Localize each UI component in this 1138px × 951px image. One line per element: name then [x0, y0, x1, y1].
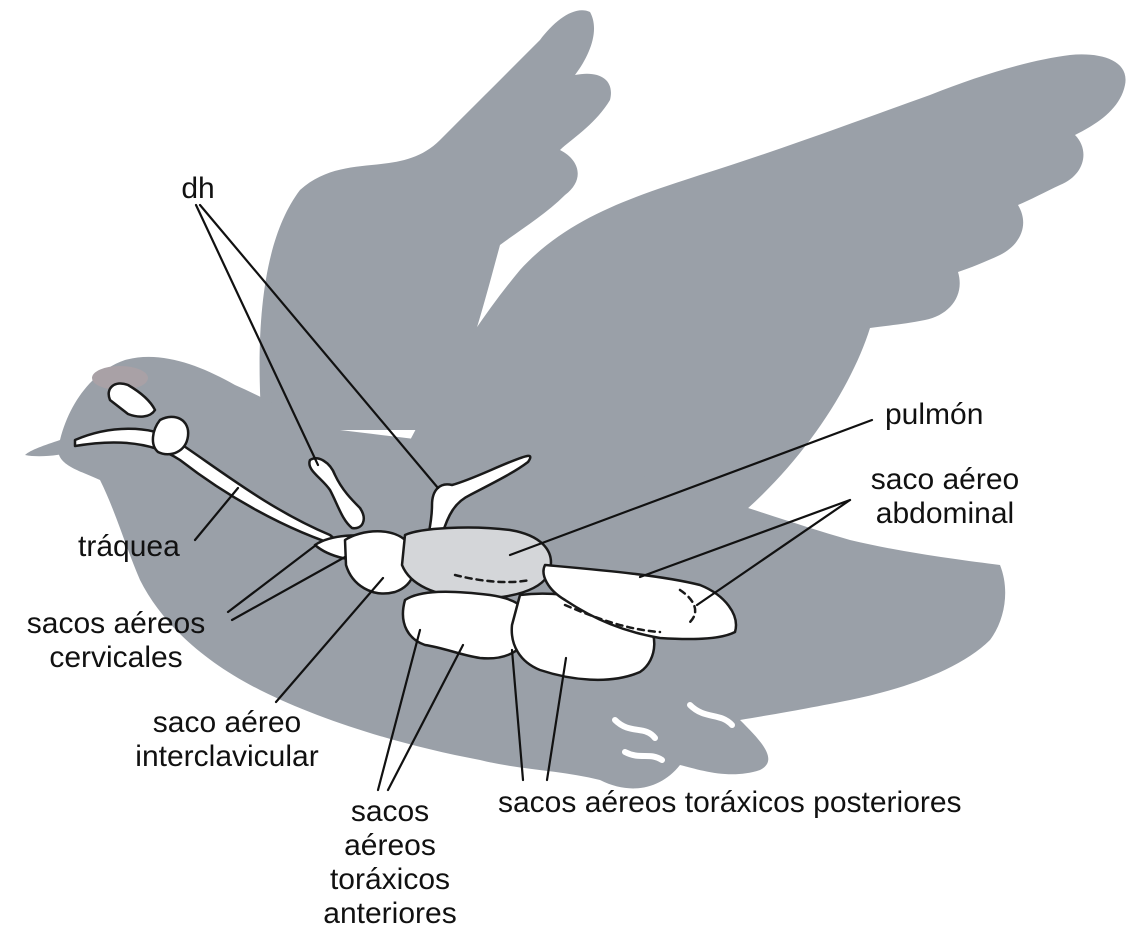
label-pulmon-text: pulmón: [885, 398, 983, 432]
label-sacos-cervicales-line1: sacos aéreos: [0, 607, 232, 641]
label-sacos-cervicales: sacos aéreos cervicales: [0, 607, 232, 675]
label-anteriores-line3: toráxicos: [300, 863, 480, 897]
label-dh: dh: [158, 172, 238, 206]
label-sacos-toracicos-anteriores: sacos aéreos toráxicos anteriores: [300, 795, 480, 931]
label-anteriores-line4: anteriores: [300, 897, 480, 931]
label-traquea: tráquea: [78, 530, 180, 564]
label-anteriores-line2: aéreos: [300, 829, 480, 863]
label-pulmon: pulmón: [885, 398, 983, 432]
label-saco-abdominal: saco aéreo abdominal: [850, 463, 1040, 531]
label-dh-text: dh: [158, 172, 238, 206]
label-traquea-text: tráquea: [78, 530, 180, 564]
head-loop: [153, 417, 188, 454]
label-saco-interclavicular: saco aéreo interclavicular: [112, 706, 342, 774]
label-saco-abdominal-line1: saco aéreo: [850, 463, 1040, 497]
label-sacos-cervicales-line2: cervicales: [0, 641, 232, 675]
label-sacos-toracicos-posteriores: sacos aéreos toráxicos posteriores: [498, 786, 962, 820]
label-saco-abdominal-line2: abdominal: [850, 497, 1040, 531]
lung: [402, 528, 551, 599]
label-saco-interclavicular-line1: saco aéreo: [112, 706, 342, 740]
label-saco-interclavicular-line2: interclavicular: [112, 740, 342, 774]
label-posteriores-text: sacos aéreos toráxicos posteriores: [498, 786, 962, 820]
label-anteriores-line1: sacos: [300, 795, 480, 829]
